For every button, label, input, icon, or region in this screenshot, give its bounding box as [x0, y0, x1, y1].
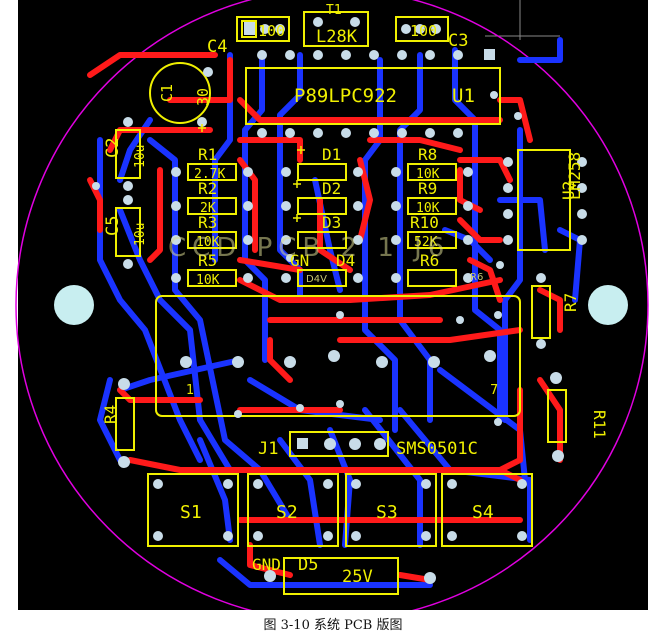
- label-r2-value: 2K: [200, 201, 216, 216]
- label-gn: GN: [290, 251, 309, 270]
- label-r1: R1: [198, 145, 217, 164]
- label-r3-value: 10K: [196, 235, 220, 250]
- label-r3: R3: [198, 213, 217, 232]
- label-r6: R6: [420, 251, 439, 270]
- label-c5-value: 10u: [133, 223, 148, 246]
- label-lcd-value: SMS0501C: [396, 439, 478, 459]
- silkscreen-labels: C4 100 T1 L28K C3 100 C1 30 P89LPC922 U1…: [101, 3, 609, 587]
- label-r8-value: 10K: [416, 167, 440, 182]
- figure-caption: 图 3-10 系统 PCB 版图: [263, 618, 403, 633]
- silkscreen-outlines: [115, 11, 571, 595]
- label-d5-value: 25V: [342, 567, 373, 587]
- label-u2-value: LM258: [565, 152, 584, 200]
- label-c4: C4: [207, 37, 227, 57]
- label-j1: J1: [258, 439, 278, 459]
- label-d5: D5: [298, 555, 318, 575]
- label-d3: D3: [322, 213, 341, 232]
- pcb-layout-view: C4 100 T1 L28K C3 100 C1 30 P89LPC922 U1…: [15, 0, 649, 610]
- label-lcd-pin1: 1: [186, 383, 194, 398]
- label-d2: D2: [322, 179, 341, 198]
- mounting-hole-right: [588, 285, 628, 325]
- board-outline: [15, 0, 649, 610]
- label-t1-value: L28K: [316, 27, 358, 47]
- label-d4-value: D4V: [306, 274, 327, 285]
- label-c4-value: 100: [258, 22, 285, 40]
- top-copper-traces: [87, 52, 563, 583]
- label-r10: R10: [410, 213, 439, 232]
- mounting-hole-left: [54, 285, 94, 325]
- polarity-marks: [198, 124, 305, 222]
- label-r5-value: 10K: [196, 273, 220, 288]
- label-s3: S3: [376, 502, 398, 523]
- label-c1-value: 30: [194, 88, 212, 106]
- label-r6-value: R6: [470, 272, 483, 283]
- label-gnd: GND: [252, 555, 281, 574]
- label-r10-value: 52K: [414, 235, 438, 250]
- label-c3: C3: [448, 31, 468, 51]
- label-c5: C5: [103, 216, 123, 236]
- label-c2-value: 10u: [133, 145, 148, 168]
- label-u2: U2: [559, 181, 578, 200]
- label-r5: R5: [198, 251, 217, 270]
- label-s2: S2: [276, 502, 298, 523]
- label-c1: C1: [158, 84, 176, 102]
- label-r9: R9: [418, 179, 437, 198]
- label-r11: R11: [590, 410, 609, 439]
- label-r7: R7: [561, 293, 580, 312]
- pads: [92, 17, 587, 584]
- label-s1: S1: [180, 502, 202, 523]
- label-d1: D1: [322, 145, 341, 164]
- label-s4: S4: [472, 502, 494, 523]
- label-r8: R8: [418, 145, 437, 164]
- label-r9-value: 10K: [416, 201, 440, 216]
- label-c2: C2: [103, 138, 123, 158]
- label-r4: R4: [101, 405, 120, 424]
- label-r2: R2: [198, 179, 217, 198]
- label-c3-value: 100: [410, 22, 437, 40]
- label-t1: T1: [326, 3, 342, 18]
- label-u1: U1: [452, 85, 475, 107]
- overlay-watermark-text: CCD PCB 2 1 J6: [168, 233, 450, 263]
- label-u1-value: P89LPC922: [294, 85, 397, 107]
- label-d4: D4: [336, 251, 355, 270]
- label-lcd-pin7: 7: [490, 383, 498, 398]
- label-r1-value: 2.7K: [194, 167, 225, 182]
